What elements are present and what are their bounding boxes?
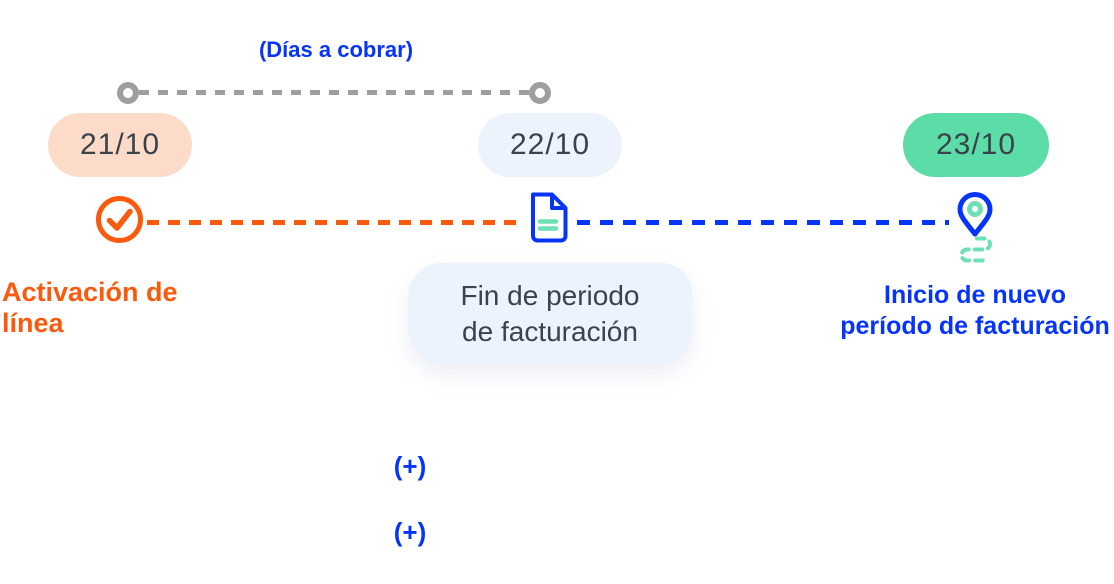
new-period-label-line2: período de facturación	[840, 312, 1110, 340]
period-end-label-line1: Fin de periodo	[460, 280, 640, 311]
location-pin-icon	[957, 192, 993, 263]
span-endpoint-left-dot-icon	[117, 82, 139, 104]
date-pill-period-start: 23/10	[903, 113, 1049, 177]
activation-segment-dashed-line	[147, 220, 523, 225]
date-pill-activation: 21/10	[48, 113, 192, 177]
plus-note-top: (+)	[393, 451, 427, 481]
route-path-icon	[959, 236, 992, 263]
period-end-callout: Fin de periodo de facturación	[408, 263, 692, 365]
plus-note-bottom: (+)	[393, 517, 427, 547]
span-endpoint-right-dot-icon	[529, 82, 551, 104]
new-period-label: Inicio de nuevo período de facturación	[822, 280, 1114, 342]
check-circle-icon	[96, 196, 143, 243]
date-pill-period-start-text: 23/10	[935, 128, 1017, 161]
date-pill-period-end-text: 22/10	[509, 128, 591, 161]
new-period-segment-dashed-line	[577, 220, 949, 225]
date-pill-period-end: 22/10	[478, 113, 622, 177]
days-span-dashed-line	[139, 90, 529, 95]
invoice-document-icon	[528, 192, 568, 243]
new-period-label-line1: Inicio de nuevo	[884, 281, 1066, 309]
activation-label: Activación de línea	[2, 277, 178, 338]
date-pill-activation-text: 21/10	[79, 128, 161, 161]
days-to-charge-label: (Días a cobrar)	[258, 37, 414, 62]
period-end-label-line2: de facturación	[462, 316, 638, 347]
